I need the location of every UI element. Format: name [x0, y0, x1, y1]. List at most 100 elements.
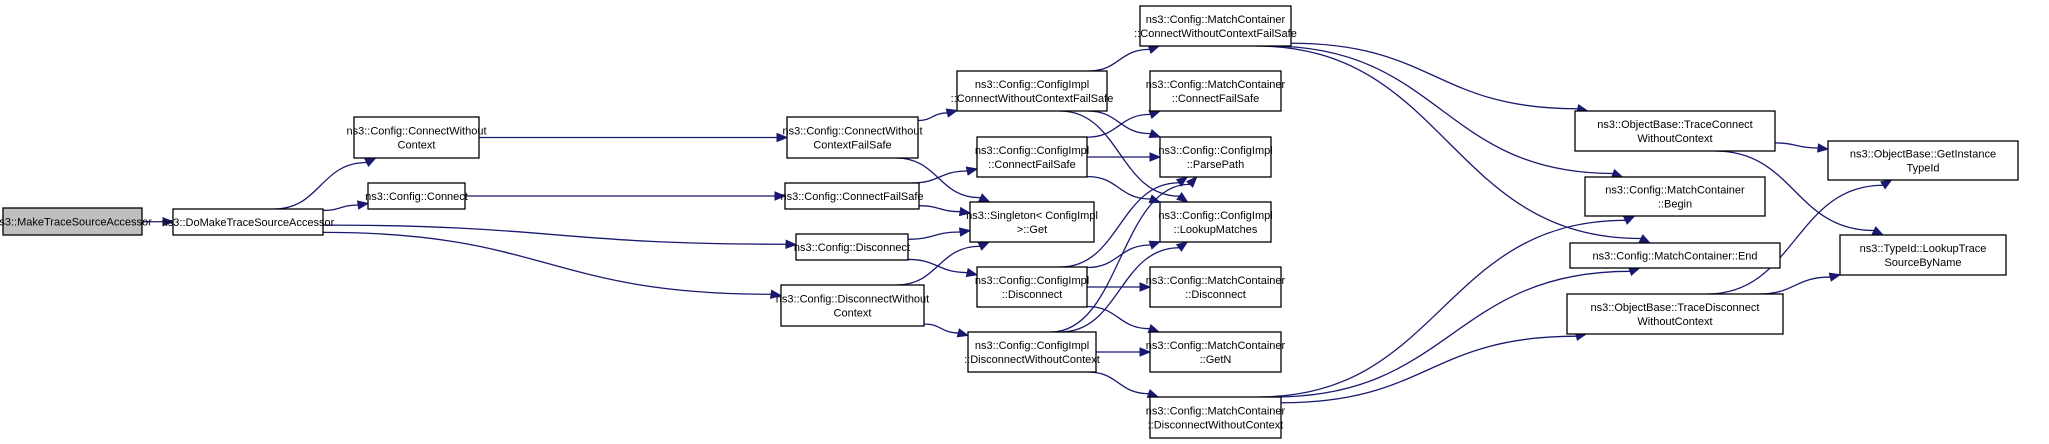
- edge-line: [1290, 42, 1578, 110]
- node-label: ::Disconnect: [1185, 289, 1246, 301]
- node-cfs[interactable]: ns3::Config::ConnectFailSafe: [780, 182, 924, 210]
- arrowhead-icon: [162, 217, 175, 227]
- edge-connect-to-cfs: [465, 191, 787, 201]
- nodes-layer: ns3::MakeTraceSourceAccessor ns3::DoMakeT…: [0, 5, 2019, 439]
- arrowhead-icon: [1175, 241, 1189, 252]
- node-tdwc[interactable]: ns3::ObjectBase::TraceDisconnectWithoutC…: [1566, 293, 1784, 335]
- arrowhead-icon: [356, 200, 370, 210]
- node-disconnect[interactable]: ns3::Config::Disconnect: [794, 233, 910, 261]
- arrowhead-icon: [977, 193, 991, 203]
- node-label: ns3::Config::ConfigImpl: [1158, 145, 1272, 157]
- node-box: [780, 284, 925, 327]
- node-label: ns3::Config::Connect: [365, 191, 468, 203]
- node-label: >::Get: [1017, 224, 1047, 236]
- edge-line: [917, 112, 948, 122]
- arrowhead-icon: [1817, 143, 1830, 153]
- node-label: ns3::Config::ConnectFailSafe: [780, 191, 923, 203]
- node-parse[interactable]: ns3::Config::ConfigImpl::ParsePath: [1158, 136, 1273, 178]
- node-box: [976, 136, 1088, 178]
- node-box: [2, 207, 143, 236]
- node-cwcfs[interactable]: ns3::Config::ConnectWithoutContextFailSa…: [782, 116, 923, 159]
- edge-impl_cwcfs-to-mc_cwcfs: [1088, 45, 1161, 72]
- edge-tdwc-to-gettid: [1707, 179, 1893, 295]
- edge-line: [1086, 305, 1150, 330]
- edge-cfs-to-impl_cfs: [911, 166, 979, 184]
- node-label: ns3::Config::ConfigImpl: [975, 145, 1089, 157]
- node-domake[interactable]: ns3::DoMakeTraceSourceAccessor: [162, 208, 335, 236]
- node-singleton[interactable]: ns3::Singleton< ConfigImpl>::Get: [966, 201, 1098, 243]
- node-impl_disc[interactable]: ns3::Config::ConfigImpl::Disconnect: [975, 266, 1089, 308]
- node-mc_cwcfs[interactable]: ns3::Config::MatchContainer::ConnectWith…: [1134, 5, 1297, 47]
- node-label: ::Begin: [1658, 199, 1692, 211]
- edge-impl_cwcfs-to-lookup: [1060, 110, 1189, 203]
- node-label: ns3::Config::ConnectWithout: [346, 126, 486, 138]
- node-label: ns3::Config::MatchContainer: [1146, 406, 1286, 418]
- node-mc_cfs[interactable]: ns3::Config::MatchContainer::ConnectFail…: [1146, 70, 1286, 112]
- node-label: ::DisconnectWithoutContext: [964, 354, 1100, 366]
- edge-domake-to-dwc: [322, 231, 783, 299]
- edge-domake-to-connect: [322, 200, 370, 212]
- arrowhead-icon: [364, 157, 377, 167]
- edge-disconnect-to-singleton: [907, 227, 972, 240]
- edge-tcwc-to-gettid: [1774, 142, 1830, 153]
- node-make: ns3::MakeTraceSourceAccessor: [0, 207, 152, 236]
- arrowhead-icon: [1638, 234, 1652, 244]
- node-box: [956, 70, 1108, 112]
- node-box: [967, 331, 1097, 373]
- node-impl_cfs[interactable]: ns3::Config::ConfigImpl::ConnectFailSafe: [975, 136, 1089, 178]
- node-mc_disc[interactable]: ns3::Config::MatchContainer::Disconnect: [1146, 266, 1286, 308]
- node-label: ns3::TypeId::LookupTrace: [1860, 243, 1987, 255]
- node-box: [367, 182, 466, 210]
- node-box: [1569, 242, 1781, 269]
- node-tcwc[interactable]: ns3::ObjectBase::TraceConnectWithoutCont…: [1574, 110, 1776, 152]
- arrowhead-icon: [965, 267, 979, 278]
- node-cwc[interactable]: ns3::Config::ConnectWithoutContext: [346, 116, 487, 159]
- node-lookup[interactable]: ns3::Config::ConfigImpl::LookupMatches: [1158, 201, 1273, 243]
- arrowhead-icon: [1622, 215, 1636, 225]
- edge-line: [918, 205, 961, 213]
- arrowhead-icon: [965, 166, 979, 176]
- node-label: ns3::Singleton< ConfigImpl: [966, 210, 1098, 222]
- node-dwc[interactable]: ns3::Config::DisconnectWithoutContext: [776, 284, 929, 327]
- node-impl_cwcfs[interactable]: ns3::Config::ConfigImpl::ConnectWithoutC…: [951, 70, 1114, 112]
- node-label: ::LookupMatches: [1174, 224, 1258, 236]
- node-end[interactable]: ns3::Config::MatchContainer::End: [1569, 242, 1781, 269]
- arrowhead-icon: [1148, 129, 1162, 138]
- arrowhead-icon: [1139, 282, 1152, 292]
- node-label: WithoutContext: [1637, 316, 1712, 328]
- arrowhead-icon: [1186, 176, 1198, 188]
- edge-cfs-to-singleton: [918, 205, 972, 217]
- edge-impl_disc-to-mc_disc: [1087, 282, 1152, 292]
- node-mc_getn[interactable]: ns3::Config::MatchContainer::GetN: [1146, 331, 1286, 373]
- edge-line: [1255, 45, 1642, 240]
- node-label: ::ParsePath: [1187, 159, 1244, 171]
- edge-line: [1060, 110, 1180, 197]
- node-box: [1149, 266, 1282, 308]
- edge-line: [1759, 276, 1831, 295]
- node-label: ns3::MakeTraceSourceAccessor: [0, 217, 152, 229]
- arrowhead-icon: [1880, 179, 1893, 190]
- edge-line: [1273, 270, 1631, 398]
- edge-impl_dwc-to-lookup: [1060, 241, 1189, 333]
- node-mc_dwc[interactable]: ns3::Config::MatchContainer::DisconnectW…: [1146, 396, 1286, 439]
- node-box: [1149, 70, 1282, 112]
- node-label: TypeId: [1906, 163, 1939, 175]
- node-label: ns3::Config::ConfigImpl: [975, 275, 1089, 287]
- arrowhead-icon: [1146, 389, 1160, 398]
- node-box: [1159, 136, 1272, 178]
- node-label: ns3::Config::MatchContainer: [1146, 340, 1286, 352]
- node-label: ns3::Config::MatchContainer: [1146, 79, 1286, 91]
- edge-line: [1086, 244, 1151, 269]
- edge-impl_cfs-to-mc_cfs: [1086, 110, 1162, 138]
- node-connect[interactable]: ns3::Config::Connect: [365, 182, 468, 210]
- node-box: [1839, 234, 2007, 276]
- node-begin[interactable]: ns3::Config::MatchContainer::Begin: [1584, 176, 1766, 217]
- node-label: ns3::Config::DisconnectWithout: [776, 294, 929, 306]
- arrowhead-icon: [977, 241, 991, 251]
- arrowhead-icon: [1828, 272, 1842, 282]
- edge-line: [1280, 335, 1577, 404]
- node-box: [976, 266, 1088, 308]
- node-impl_dwc[interactable]: ns3::Config::ConfigImpl::DisconnectWitho…: [964, 331, 1100, 373]
